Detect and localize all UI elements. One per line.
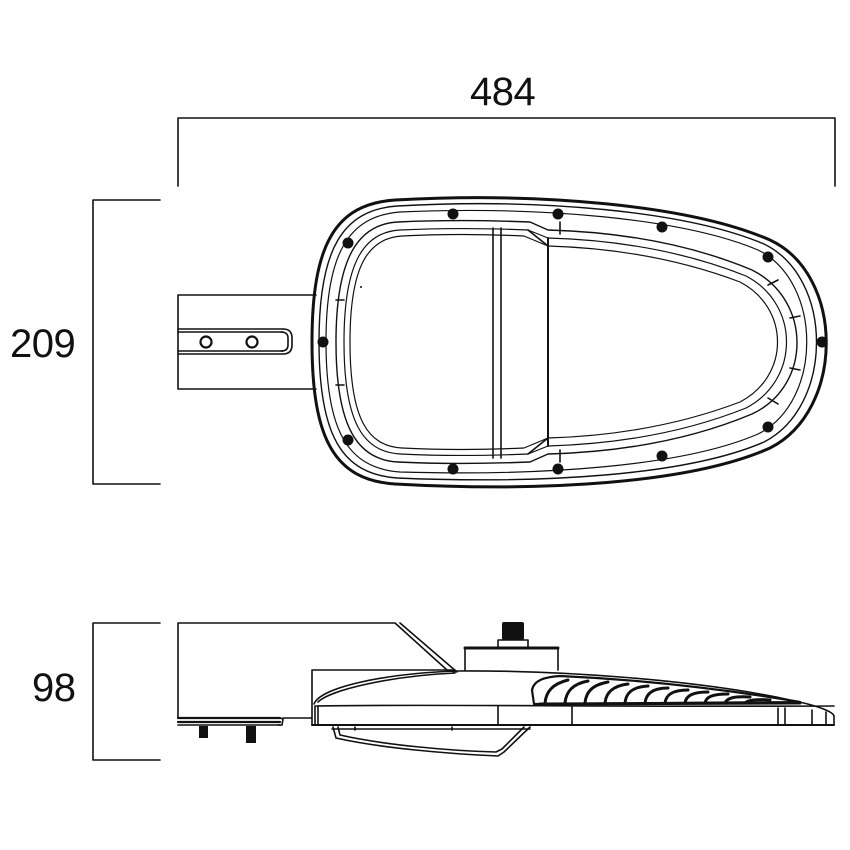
height-dimension-label: 98 [32,666,76,710]
connector-icon [502,622,524,640]
dot-mark [360,286,362,288]
screw-icon [552,463,564,475]
screw-icon [816,336,828,348]
screw-icon [656,221,668,233]
screw-icon [447,208,459,220]
width-dimension-line [177,117,836,187]
lens-bowl [331,726,531,757]
mounting-bracket [177,294,317,390]
screw-icon [342,237,354,249]
depth-dimension-line [92,199,161,485]
housing-rim [310,196,828,489]
side-view [176,622,835,757]
bolt-icon [199,335,213,349]
screw-icon [317,336,329,348]
screw-icon [552,208,564,220]
bolt-icon [245,335,259,349]
luminaire-body [311,669,835,726]
height-dimension-line [92,622,161,761]
lens-frame [335,219,801,465]
screw-icon [762,421,774,433]
screw-icon [656,450,668,462]
width-dimension-label: 484 [470,70,536,114]
screw-icon [762,251,774,263]
rim-screws [317,208,828,475]
bolt-icon [246,726,256,743]
screw-icon [447,463,459,475]
screw-icon [342,434,354,446]
depth-dimension-label: 209 [10,322,76,366]
bolt-icon [199,726,208,738]
top-view [177,196,828,489]
cooling-fins [530,674,802,706]
connector-housing [463,622,560,671]
